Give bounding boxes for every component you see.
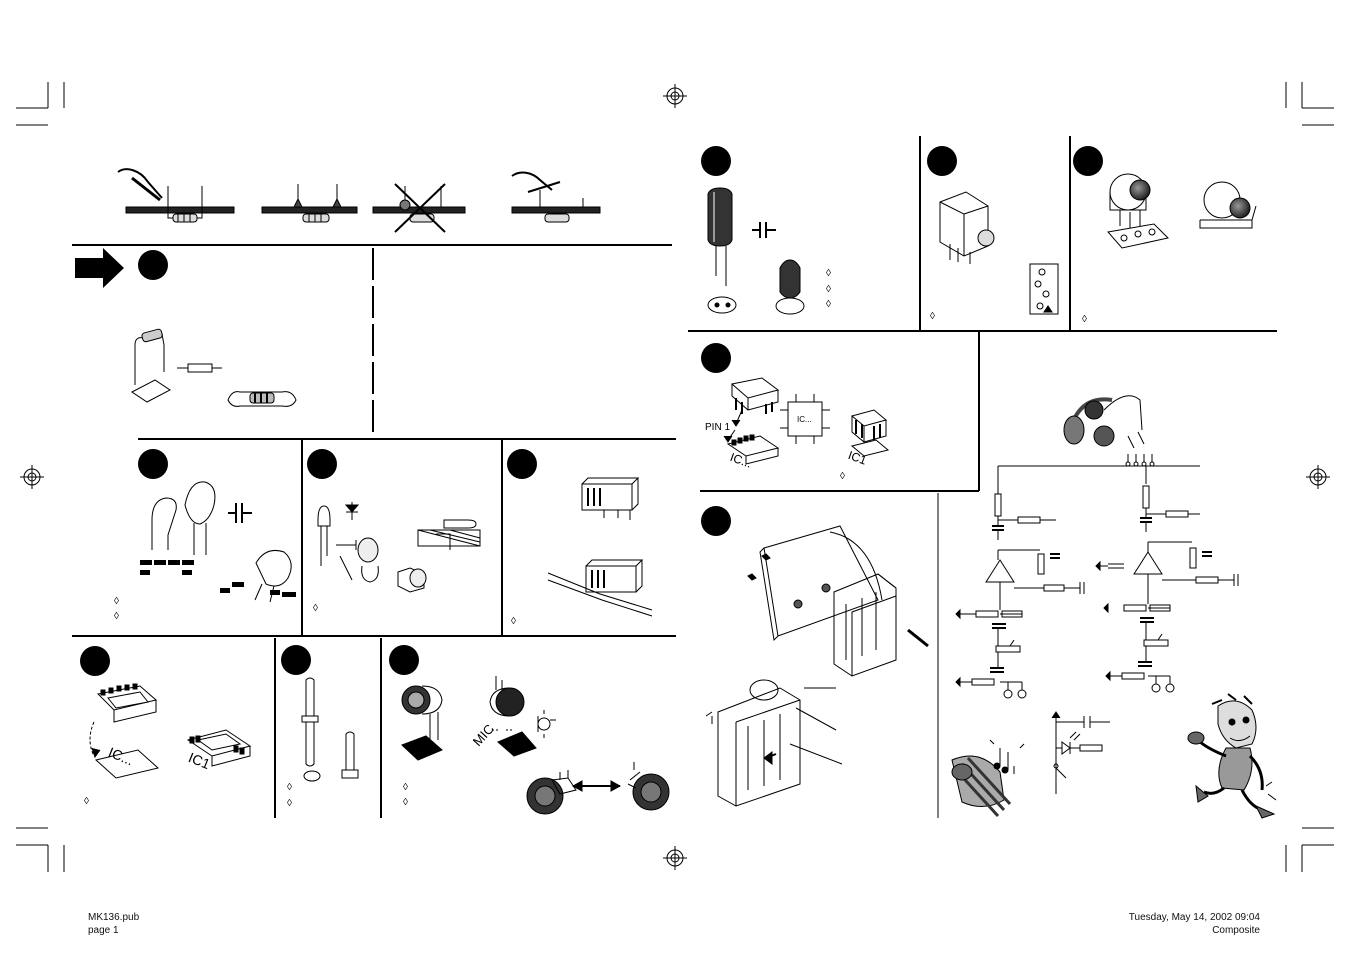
arrow-icon xyxy=(75,248,124,288)
ic-label: IC... xyxy=(106,744,136,768)
panel-led: ◊ xyxy=(307,449,481,614)
step-number-badge xyxy=(307,449,337,479)
bullet: ◊ xyxy=(403,782,408,793)
step-number-badge xyxy=(701,146,731,176)
footer-left: MK136.pub page 1 xyxy=(88,911,139,937)
bullet: ◊ xyxy=(287,798,292,809)
print-datetime: Tuesday, May 14, 2002 09:04 xyxy=(1128,912,1260,923)
step-number-badge xyxy=(138,250,168,280)
pin1-label: PIN 1 xyxy=(705,422,730,433)
footer-right: Tuesday, May 14, 2002 09:04 Composite xyxy=(1129,911,1260,937)
ic-label: IC... xyxy=(797,415,812,424)
registration-mark-right xyxy=(1306,465,1330,489)
step-number-badge xyxy=(80,646,110,676)
bullet: ◊ xyxy=(287,782,292,793)
bullet: ◊ xyxy=(84,796,89,807)
panel-jack-socket: ◊ xyxy=(927,146,1059,322)
file-name: MK136.pub xyxy=(88,912,140,923)
panel-electrolytic-capacitor: ◊ ◊ ◊ xyxy=(701,146,831,315)
soldering-step-wrong xyxy=(372,183,466,233)
page-number: page 1 xyxy=(88,925,119,936)
step-number-badge xyxy=(281,645,311,675)
bullet: ◊ xyxy=(114,596,119,607)
print-mode: Composite xyxy=(1212,925,1260,936)
step-number-badge xyxy=(927,146,957,176)
panel-ic-socket: IC... IC1 ◊ xyxy=(80,646,252,807)
soldering-step-cut xyxy=(511,171,601,223)
step-number-badge xyxy=(701,506,731,536)
bullet: ◊ xyxy=(403,797,408,808)
ic-label: IC... xyxy=(728,450,753,471)
bullet: ◊ xyxy=(930,311,935,322)
step-number-badge xyxy=(138,449,168,479)
dancing-character-cartoon xyxy=(1187,693,1277,819)
step-number-badge xyxy=(701,343,731,373)
circuit-schematic xyxy=(955,395,1239,794)
panel-pcb-pins: ◊ ◊ xyxy=(281,645,359,809)
bullet: ◊ xyxy=(114,611,119,622)
bullet: ◊ xyxy=(826,268,831,279)
step-number-badge xyxy=(507,449,537,479)
ic-label: IC1 xyxy=(186,749,212,772)
panel-ic: PIN 1 IC... IC... IC1 ◊ xyxy=(701,343,890,482)
bullet: ◊ xyxy=(826,299,831,310)
crop-marks xyxy=(16,82,1334,872)
registration-mark-top xyxy=(663,84,687,108)
step-number-badge xyxy=(1073,146,1103,176)
panel-ceramic-capacitor: ◊ ◊ xyxy=(114,449,296,622)
bullet: ◊ xyxy=(313,603,318,614)
bullet: ◊ xyxy=(826,284,831,295)
headphones-icon xyxy=(1063,395,1143,447)
panel-resistor xyxy=(75,248,297,407)
panel-battery-holder xyxy=(701,506,929,807)
registration-mark-left xyxy=(20,465,44,489)
soldering-steps xyxy=(117,168,601,233)
soldering-step-2 xyxy=(261,184,358,223)
ic-label: IC1 xyxy=(846,448,869,468)
music-notes-cartoon xyxy=(951,739,1025,818)
bullet: ◊ xyxy=(840,471,845,482)
panel-dividers xyxy=(72,136,1277,818)
bullet: ◊ xyxy=(1082,314,1087,325)
soldering-step-1 xyxy=(117,168,235,223)
panel-potentiometer: ◊ xyxy=(1073,146,1257,325)
panel-relay: ◊ xyxy=(507,449,653,627)
registration-mark-bottom xyxy=(663,846,687,870)
bullet: ◊ xyxy=(511,616,516,627)
step-number-badge xyxy=(389,645,419,675)
mic-label: MIC xyxy=(470,721,497,749)
panel-microphone: MIC ◊ ◊ xyxy=(389,645,670,815)
